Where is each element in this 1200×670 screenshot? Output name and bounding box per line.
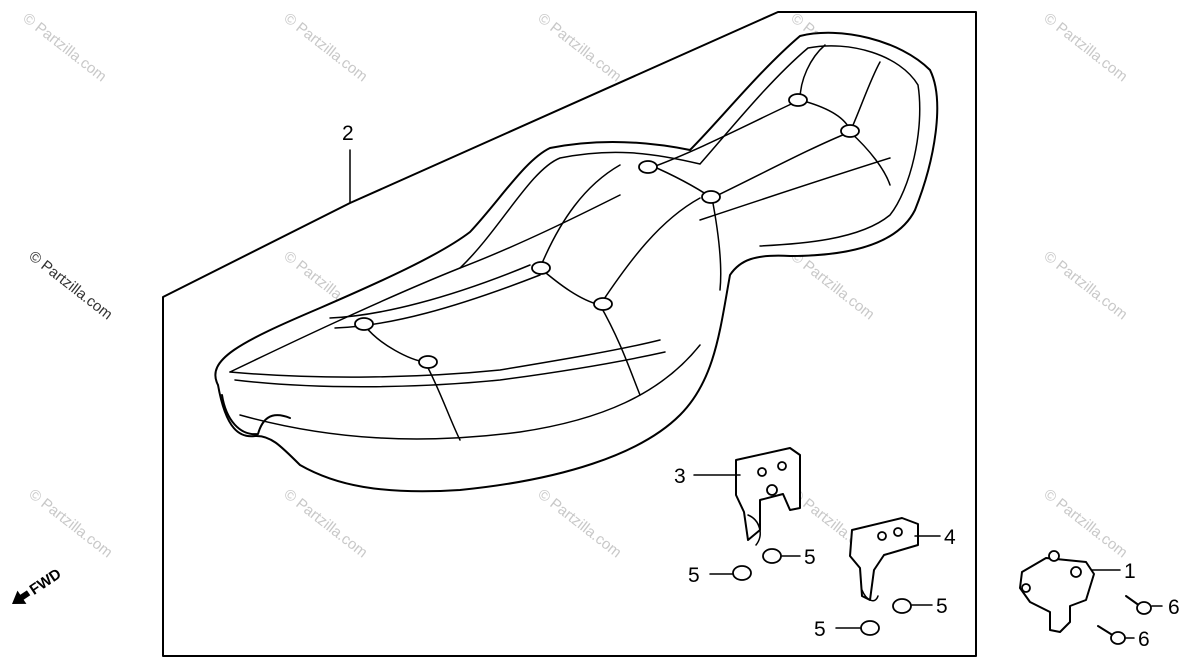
seat-rib — [234, 351, 666, 388]
seat-rib — [599, 304, 641, 396]
seat-button — [788, 93, 808, 107]
watermark: © Partzilla.com — [281, 486, 371, 562]
fwd-indicator: FWD — [12, 565, 65, 604]
bracket-part-3 — [735, 447, 801, 546]
watermark: © Partzilla.com — [281, 10, 371, 86]
seat-rib — [459, 194, 621, 269]
callout-part-4: 4 — [944, 526, 956, 549]
fwd-label: FWD — [27, 565, 65, 598]
seat-button — [531, 261, 551, 275]
watermark: © Partzilla.com — [20, 10, 110, 86]
arrow-left-icon — [12, 590, 31, 604]
seat-rib — [711, 131, 851, 199]
watermark: © Partzilla.com — [535, 486, 625, 562]
assembly-frame — [162, 11, 977, 657]
seat-rib — [229, 339, 661, 378]
callout-part-6: 6 — [1138, 628, 1150, 651]
seat-rib — [699, 157, 891, 221]
watermark: © Partzilla.com — [26, 248, 116, 324]
watermark: © Partzilla.com — [1041, 248, 1131, 324]
callout-part-5: 5 — [804, 546, 816, 569]
watermark: © Partzilla.com — [535, 10, 625, 86]
seat-button — [840, 124, 860, 138]
watermark: © Partzilla.com — [788, 248, 878, 324]
watermark: © Partzilla.com — [26, 486, 116, 562]
seat-rib — [424, 361, 461, 441]
seat-rib — [649, 99, 801, 169]
callout-part-6: 6 — [1168, 596, 1180, 619]
seat-rib — [849, 131, 891, 186]
seat-rib — [599, 197, 701, 306]
seat-button — [638, 160, 658, 174]
callout-part-5: 5 — [814, 618, 826, 641]
seat-rib — [329, 264, 531, 319]
seat-rib — [539, 164, 621, 269]
latch-part-1 — [1019, 550, 1095, 633]
seat-button — [354, 317, 374, 331]
watermark: © Partzilla.com — [1041, 486, 1131, 562]
callout-part-1: 1 — [1124, 560, 1136, 583]
callout-part-5: 5 — [936, 595, 948, 618]
seat-nose — [221, 394, 291, 436]
seat-button — [593, 297, 613, 311]
callout-part-5: 5 — [688, 564, 700, 587]
callout-part-2: 2 — [342, 122, 354, 145]
seat-base-trim — [239, 344, 701, 440]
seat-button — [701, 190, 721, 204]
callouts: 2 3 4 1 5 5 5 5 6 6 — [342, 122, 1180, 651]
leader-lines — [349, 149, 1163, 639]
nut-part-5 — [732, 548, 912, 636]
callout-part-3: 3 — [674, 465, 686, 488]
watermark: © Partzilla.com — [1041, 10, 1131, 86]
seat-rib — [711, 197, 722, 291]
seat-assembly — [214, 31, 939, 493]
bolt-part-6 — [1097, 595, 1152, 645]
bracket-part-4 — [849, 517, 919, 602]
seat-button — [418, 355, 438, 369]
